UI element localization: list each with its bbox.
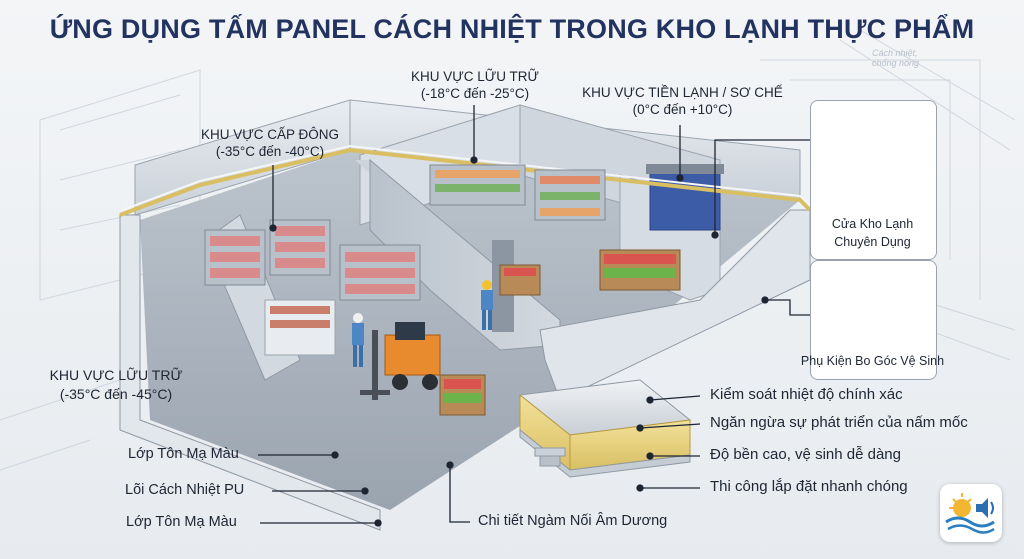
sun-wave-sound-logo-icon[interactable] [940, 484, 1002, 542]
feature-1: Kiểm soát nhiệt độ chính xác [710, 386, 903, 403]
zone-freezing-name: KHU VỰC CẤP ĐÔNG [200, 127, 340, 142]
zone-storage-deep: KHU VỰC LỮU TRỮ (-35°C đến -45°C) [36, 366, 196, 404]
layer-top-label: Lớp Tôn Mạ Màu [128, 446, 239, 462]
leader-lines [258, 105, 810, 527]
zone-precooling: KHU VỰC TIỀN LẠNH / SƠ CHẾ (0°C đến +10°… [575, 84, 790, 118]
feature-4: Thi công lắp đặt nhanh chóng [710, 478, 908, 495]
roller-door-housing [646, 164, 724, 174]
zone-storage-mid: KHU VỰC LỮU TRỮ (-18°C đến -25°C) [395, 68, 555, 102]
panel-top-edge [119, 144, 813, 212]
feature-2: Ngăn ngừa sự phát triển của nấm mốc [710, 414, 968, 431]
forklift [360, 322, 441, 400]
accessory-card [810, 260, 937, 380]
produce-crates [439, 249, 681, 416]
front-wall-left [119, 214, 381, 531]
layer-core-label: Lõi Cách Nhiệt PU [125, 482, 245, 498]
panel-cross-section [518, 379, 692, 478]
workers [352, 280, 493, 367]
zone-storage-mid-name: KHU VỰC LỮU TRỮ [410, 69, 540, 84]
page-title: ỨNG DỤNG TẤM PANEL CÁCH NHIỆT TRONG KHO … [49, 14, 975, 44]
door-card-line1: Cửa Kho Lạnh [831, 217, 914, 231]
door-card [810, 100, 937, 260]
joint-detail-label: Chi tiết Ngàm Nối Âm Dương [478, 513, 668, 529]
sketch-note-line1: Cách nhiệt, [872, 48, 918, 58]
zone-precooling-name: KHU VỰC TIỀN LẠNH / SƠ CHẾ [582, 85, 783, 100]
door-card-caption: Cửa Kho Lạnh Chuyên Dụng [810, 215, 935, 251]
roller-door [649, 169, 721, 231]
zone-precooling-range: (0°C đến +10°C) [632, 102, 733, 117]
freezer-racks [204, 219, 421, 356]
storage-racks [429, 164, 606, 221]
layer-bottom-label: Lớp Tôn Mạ Màu [126, 514, 237, 530]
zone-freezing-range: (-35°C đến -40°C) [215, 144, 325, 159]
panel-top-core-line [119, 147, 812, 217]
sketch-note: Cách nhiệt, chống nóng [872, 48, 919, 68]
zone-storage-mid-range: (-18°C đến -25°C) [420, 86, 530, 101]
accessory-card-caption: Phụ Kiện Bo Góc Vệ Sinh [800, 354, 945, 368]
zone-storage-deep-name: KHU VỰC LỮU TRỮ [49, 367, 183, 383]
zone-freezing: KHU VỰC CẤP ĐÔNG (-35°C đến -40°C) [160, 126, 380, 160]
zone-storage-deep-range: (-35°C đến -45°C) [59, 386, 173, 402]
door-card-line2: Chuyên Dụng [834, 235, 911, 249]
feature-3: Độ bền cao, vệ sinh dễ dàng [710, 446, 901, 463]
sketch-note-line2: chống nóng [872, 58, 920, 68]
